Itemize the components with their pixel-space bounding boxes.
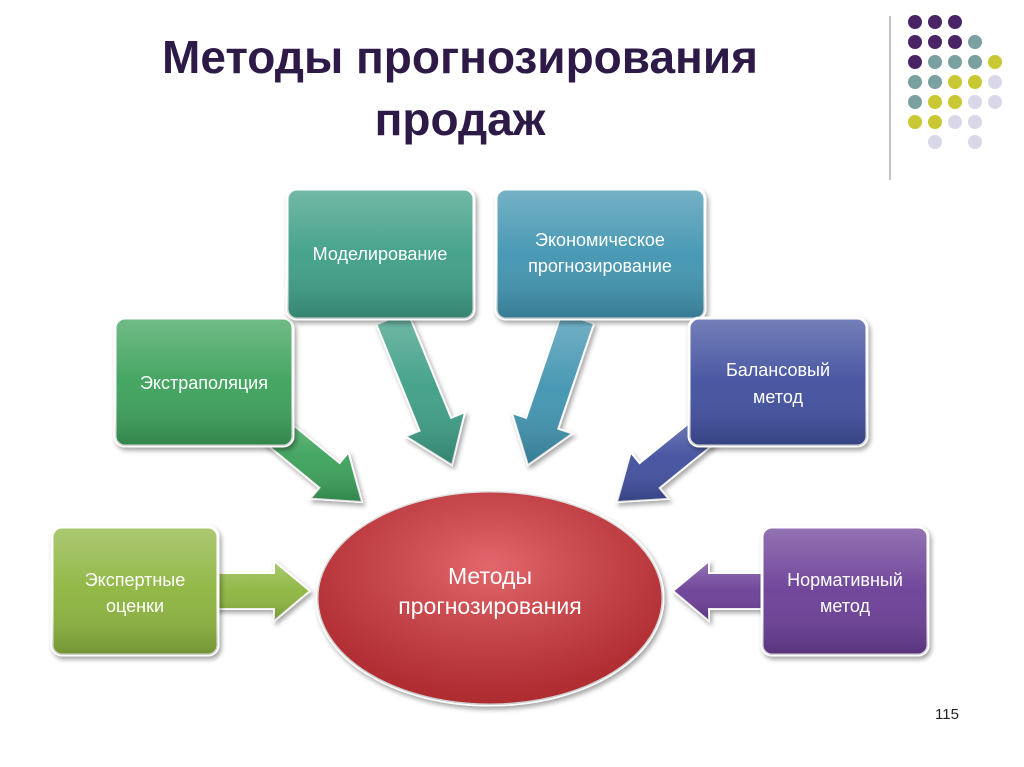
arrow-expert-shading	[214, 561, 310, 621]
node-extrapolation-label: Экстраполяция	[140, 373, 268, 393]
node-modeling-label: Моделирование	[313, 244, 448, 264]
decorative-dot	[948, 115, 962, 129]
center-label-line-2: прогнозирования	[398, 593, 581, 619]
decorative-dot	[968, 95, 982, 109]
node-expert-label-2: оценки	[106, 596, 164, 616]
title-line-2: продаж	[374, 93, 546, 145]
node-extrapolation: Экстраполяция	[113, 316, 295, 448]
decorative-dot	[908, 75, 922, 89]
node-normative-method: Нормативный метод	[760, 525, 930, 657]
decorative-dot	[968, 55, 982, 69]
page-number: 115	[935, 706, 959, 723]
node-balance-label-2: метод	[753, 387, 803, 407]
decorative-dot	[948, 35, 962, 49]
node-economic-forecasting: Экономическое прогнозирование	[494, 187, 707, 321]
decorative-dot	[948, 15, 962, 29]
decorative-dot-grid	[889, 15, 1002, 180]
decorative-dot	[908, 55, 922, 69]
slide-title: Методы прогнозирования продаж	[60, 26, 860, 150]
decorative-dot	[928, 115, 942, 129]
decorative-dot	[988, 75, 1002, 89]
node-economic-label-1: Экономическое	[535, 230, 665, 250]
decorative-dot	[908, 15, 922, 29]
node-normative-label-2: метод	[820, 596, 870, 616]
decorative-dot	[948, 75, 962, 89]
node-normative-label-1: Нормативный	[787, 570, 903, 590]
decorative-dot	[948, 55, 962, 69]
decorative-dot	[968, 75, 982, 89]
node-economic-label-2: прогнозирование	[528, 256, 672, 276]
decorative-dot	[928, 15, 942, 29]
center-node: Методы прогнозирования	[315, 489, 665, 707]
decorative-dot	[908, 95, 922, 109]
decorative-dot	[928, 55, 942, 69]
node-balance-method: Балансовый метод	[687, 316, 869, 448]
decorative-dot	[908, 35, 922, 49]
decorative-dot	[988, 95, 1002, 109]
arrow-normative-shading	[673, 561, 766, 621]
decorative-dot	[908, 115, 922, 129]
node-modeling: Моделирование	[285, 187, 476, 321]
center-label-line-1: Методы	[448, 563, 532, 589]
node-balance-label-1: Балансовый	[726, 360, 830, 380]
node-expert-label-1: Экспертные	[85, 570, 186, 590]
node-expert-assessment: Экспертные оценки	[50, 525, 220, 657]
arrow-economic-shading	[511, 312, 595, 465]
title-line-1: Методы прогнозирования	[162, 31, 758, 83]
arrow-modeling-shading	[376, 311, 465, 465]
decorative-dot	[968, 135, 982, 149]
decorative-dot	[968, 115, 982, 129]
decorative-dot	[928, 95, 942, 109]
decorative-dot	[928, 135, 942, 149]
decorative-dot	[948, 95, 962, 109]
decorative-dot	[968, 35, 982, 49]
decorative-dot	[928, 35, 942, 49]
decorative-dot	[928, 75, 942, 89]
decorative-dot	[988, 55, 1002, 69]
